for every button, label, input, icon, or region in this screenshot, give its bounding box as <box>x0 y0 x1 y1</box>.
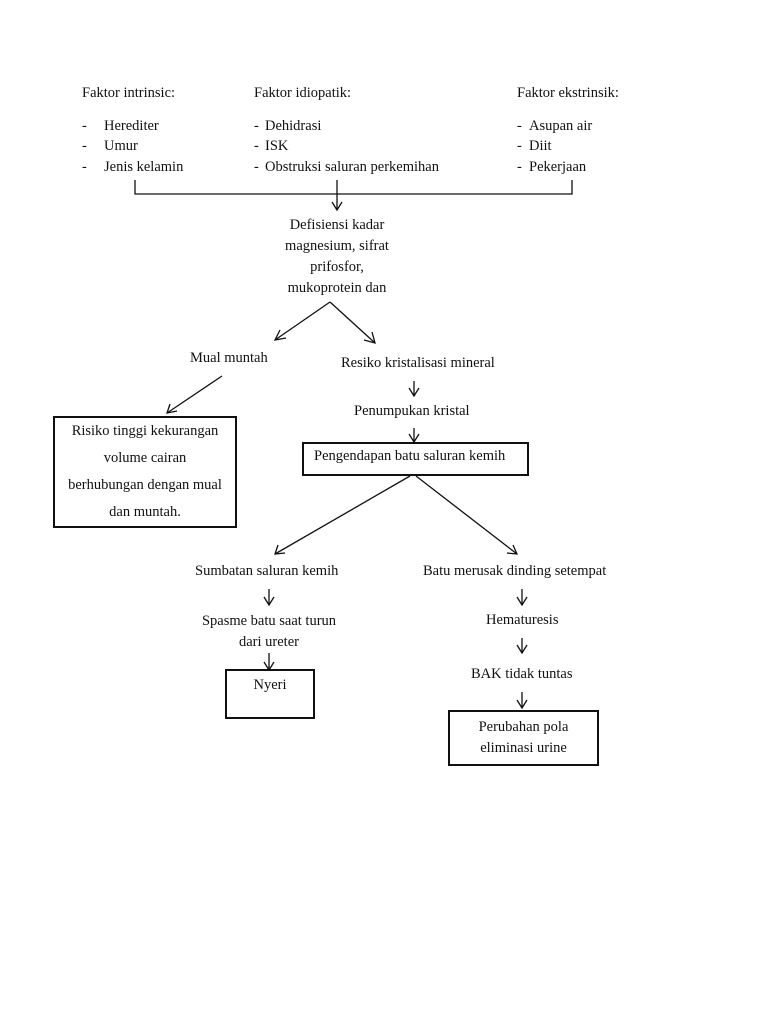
idiopathic-title: Faktor idiopatik: <box>254 85 352 101</box>
factor-bracket <box>134 180 573 195</box>
pain-label: Nyeri <box>253 677 287 693</box>
nausea-node: Mual muntah <box>190 350 268 366</box>
arrow-to-fluid-risk <box>166 375 223 414</box>
bak-node: BAK tidak tuntas <box>471 666 573 682</box>
stone-deposit-box: Pengendapan batu saluran kemih <box>302 442 529 476</box>
extrinsic-item-label: Pekerjaan <box>529 159 587 175</box>
blockage-node: Sumbatan saluran kemih <box>195 563 339 579</box>
deficiency-line: Defisiensi kadar <box>289 217 385 233</box>
pain-box: Nyeri <box>225 669 315 719</box>
arrow-to-crystallization <box>329 301 376 344</box>
extrinsic-item-label: Asupan air <box>529 118 593 134</box>
intrinsic-item-label: Umur <box>104 138 138 154</box>
extrinsic-item: -Asupan air <box>517 118 593 134</box>
intrinsic-item-label: Jenis kelamin <box>104 159 184 175</box>
fluid-risk-line: dan muntah. <box>109 504 181 520</box>
elimination-change-box: Perubahan pola eliminasi urine <box>448 710 599 766</box>
elimination-line: eliminasi urine <box>480 740 567 756</box>
fluid-risk-line: berhubungan dengan mual <box>68 477 222 493</box>
stone-deposit-label: Pengendapan batu saluran kemih <box>314 447 506 464</box>
arrow-to-nausea <box>274 301 331 341</box>
spasm-line: dari ureter <box>239 634 299 650</box>
crystallization-node: Resiko kristalisasi mineral <box>341 355 495 371</box>
spasm-line: Spasme batu saat turun <box>201 613 337 629</box>
extrinsic-title: Faktor ekstrinsik: <box>517 85 619 101</box>
extrinsic-item-label: Diit <box>529 138 552 154</box>
deficiency-node: Defisiensi kadar magnesium, sifrat prifo… <box>257 215 417 299</box>
crystal-buildup-node: Penumpukan kristal <box>354 403 470 419</box>
fluid-risk-box: Risiko tinggi kekurangan volume cairan b… <box>53 416 237 528</box>
spasm-node: Spasme batu saat turun dari ureter <box>189 611 349 652</box>
idiopathic-item: -Dehidrasi <box>254 118 322 134</box>
intrinsic-item-label: Herediter <box>104 118 159 134</box>
idiopathic-item: -Obstruksi saluran perkemihan <box>254 159 439 175</box>
intrinsic-item: -Umur <box>82 138 138 154</box>
arrow-to-blockage <box>274 475 411 555</box>
arrow-to-wall-damage <box>415 475 518 555</box>
idiopathic-item-label: Dehidrasi <box>265 118 322 134</box>
fluid-risk-line: volume cairan <box>103 450 187 466</box>
deficiency-line: prifosfor, <box>310 259 364 275</box>
fluid-risk-line: Risiko tinggi kekurangan <box>71 423 219 439</box>
deficiency-line: magnesium, sifrat <box>285 238 389 254</box>
intrinsic-title: Faktor intrinsic: <box>82 85 176 101</box>
intrinsic-item: -Herediter <box>82 118 159 134</box>
idiopathic-item-label: Obstruksi saluran perkemihan <box>265 159 439 175</box>
idiopathic-item: -ISK <box>254 138 289 154</box>
idiopathic-item-label: ISK <box>265 138 289 154</box>
extrinsic-item: -Diit <box>517 138 552 154</box>
intrinsic-item: -Jenis kelamin <box>82 159 184 175</box>
hematuria-node: Hematuresis <box>486 612 559 628</box>
elimination-line: Perubahan pola <box>478 719 569 735</box>
deficiency-line: mukoprotein dan <box>287 280 387 296</box>
wall-damage-node: Batu merusak dinding setempat <box>423 563 607 579</box>
extrinsic-item: -Pekerjaan <box>517 159 587 175</box>
